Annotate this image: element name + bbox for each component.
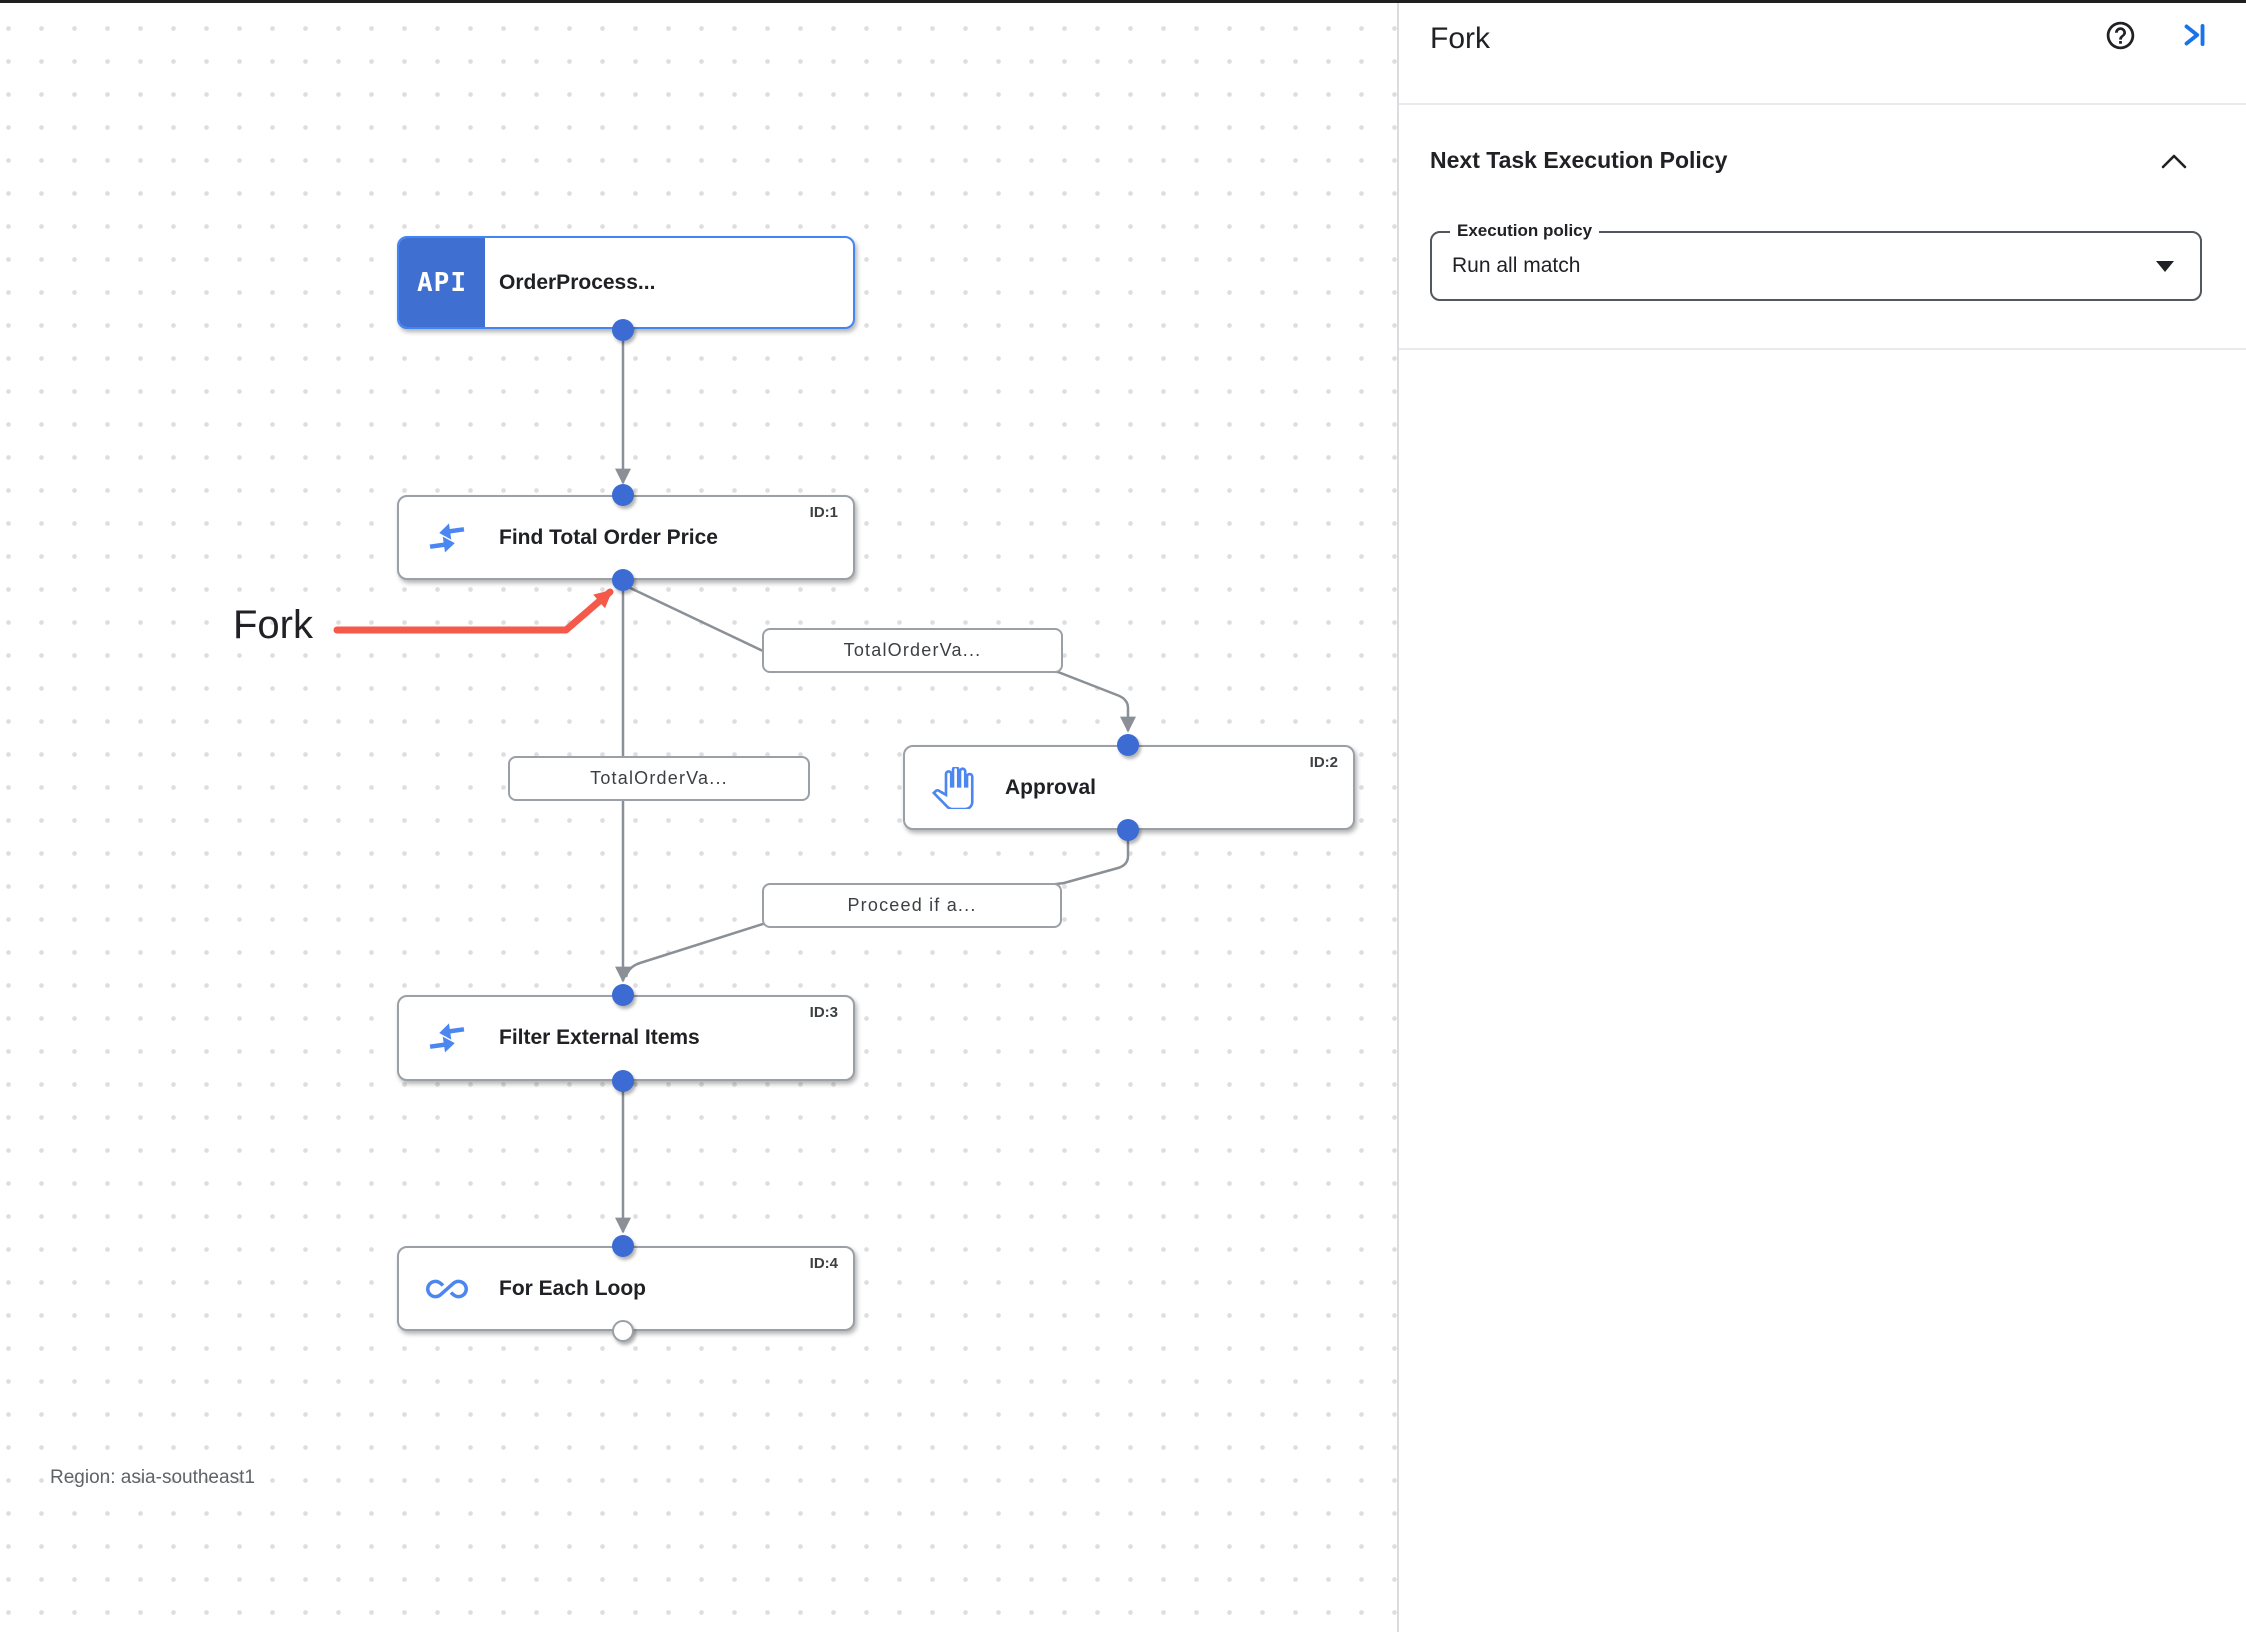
data-mapping-icon bbox=[425, 1016, 469, 1060]
top-border bbox=[0, 0, 2246, 3]
fork-annotation-label: Fork bbox=[233, 603, 313, 647]
edge-label-total-order-down[interactable]: TotalOrderVa... bbox=[508, 756, 810, 801]
workflow-edges bbox=[333, 333, 1136, 1234]
chevron-up-icon[interactable] bbox=[2154, 141, 2194, 181]
node-label: OrderProcess... bbox=[499, 270, 656, 294]
section-divider bbox=[1399, 103, 2246, 105]
node-filter-external-items[interactable]: ID:3 Filter External Items bbox=[397, 995, 855, 1081]
fork-config-panel: Fork Next Task Execution Policy Executio… bbox=[1399, 3, 2246, 1632]
port-foreach-out-end[interactable] bbox=[612, 1320, 634, 1342]
dropdown-caret-icon bbox=[2156, 261, 2174, 272]
node-id-badge: ID:2 bbox=[1309, 754, 1338, 771]
node-label: For Each Loop bbox=[499, 1276, 646, 1300]
approval-hand-icon bbox=[931, 766, 975, 810]
port-filter-out[interactable] bbox=[612, 1070, 634, 1092]
node-order-process-trigger[interactable]: API OrderProcess... bbox=[397, 236, 855, 329]
edge-label-total-order-right[interactable]: TotalOrderVa... bbox=[762, 628, 1063, 673]
node-label: Approval bbox=[1005, 775, 1097, 799]
node-label: Filter External Items bbox=[499, 1026, 700, 1049]
section-divider bbox=[1399, 348, 2246, 350]
port-find-in[interactable] bbox=[612, 484, 634, 506]
fork-annotation-arrow bbox=[333, 588, 614, 634]
panel-divider bbox=[1397, 3, 1399, 1632]
port-approval-in[interactable] bbox=[1117, 734, 1139, 756]
node-for-each-loop[interactable]: ID:4 For Each Loop bbox=[397, 1246, 855, 1331]
port-foreach-in[interactable] bbox=[612, 1235, 634, 1257]
node-id-badge: ID:4 bbox=[809, 1255, 838, 1272]
node-approval[interactable]: ID:2 Approval bbox=[903, 745, 1355, 830]
section-heading: Next Task Execution Policy bbox=[1430, 147, 1728, 173]
execution-policy-value: Run all match bbox=[1452, 254, 1581, 277]
port-filter-in[interactable] bbox=[612, 984, 634, 1006]
node-label: Find Total Order Price bbox=[499, 525, 718, 549]
node-id-badge: ID:3 bbox=[809, 1004, 838, 1021]
loop-infinity-icon bbox=[425, 1267, 469, 1311]
region-label: Region: asia-southeast1 bbox=[50, 1467, 255, 1488]
api-trigger-badge: API bbox=[399, 238, 485, 327]
execution-policy-select[interactable]: Execution policy Run all match bbox=[1430, 221, 2202, 301]
workflow-canvas[interactable]: API OrderProcess... ID:1 Find Total Orde… bbox=[0, 3, 1397, 1632]
collapse-panel-icon[interactable] bbox=[2174, 15, 2214, 55]
edge-approval-to-filter bbox=[624, 838, 1130, 978]
panel-title: Fork bbox=[1430, 22, 1490, 55]
port-approval-out[interactable] bbox=[1117, 819, 1139, 841]
edge-label-proceed-if-approved[interactable]: Proceed if a... bbox=[762, 883, 1062, 928]
help-icon[interactable] bbox=[2100, 15, 2140, 55]
node-id-badge: ID:1 bbox=[809, 504, 838, 521]
port-fork-out[interactable] bbox=[612, 569, 634, 591]
edge-fork-to-approval bbox=[625, 584, 1136, 733]
node-find-total-order-price[interactable]: ID:1 Find Total Order Price bbox=[397, 495, 855, 580]
execution-policy-label: Execution policy bbox=[1450, 221, 1600, 241]
port-trigger-out[interactable] bbox=[612, 319, 634, 341]
data-mapping-icon bbox=[425, 516, 469, 560]
